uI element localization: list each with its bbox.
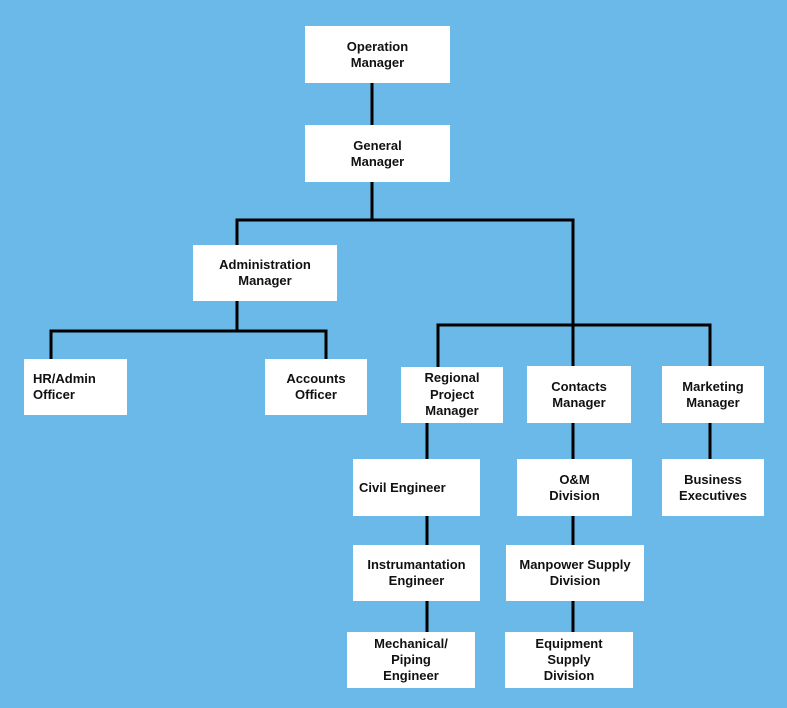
operation-manager-box: Operation Manager: [305, 26, 450, 83]
regional-project-manager-box: Regional Project Manager: [401, 367, 503, 423]
manpower-supply-division-box: Manpower Supply Division: [506, 545, 644, 601]
civil-engineer-box: Civil Engineer: [353, 459, 480, 516]
business-executives-box: Business Executives: [662, 459, 764, 516]
accounts-officer-box: Accounts Officer: [265, 359, 367, 415]
om-division-box: O&M Division: [517, 459, 632, 516]
mechanical-piping-engineer-box: Mechanical/ Piping Engineer: [347, 632, 475, 688]
general-manager-box: General Manager: [305, 125, 450, 182]
equipment-supply-division-box: Equipment Supply Division: [505, 632, 633, 688]
contacts-manager-box: Contacts Manager: [527, 366, 631, 423]
hr-admin-officer-box: HR/Admin Officer: [24, 359, 127, 415]
marketing-manager-box: Marketing Manager: [662, 366, 764, 423]
instrumentation-engineer-box: Instrumantation Engineer: [353, 545, 480, 601]
administration-manager-box: Administration Manager: [193, 245, 337, 301]
